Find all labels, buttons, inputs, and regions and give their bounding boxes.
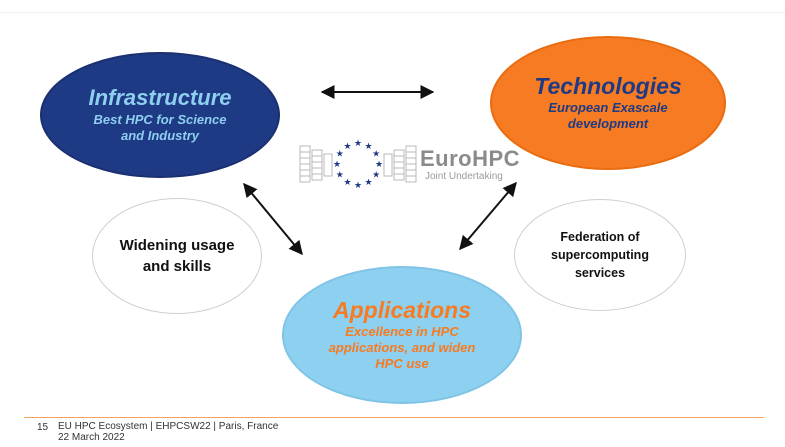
logo-name: EuroHPC — [420, 146, 521, 171]
footer-rule — [24, 417, 764, 418]
infrastructure-subtitle-line2: and Industry — [120, 128, 199, 143]
svg-text:★: ★ — [372, 150, 380, 160]
widening-node: Widening usage and skills — [92, 198, 262, 314]
infrastructure-title: Infrastructure — [88, 85, 232, 110]
svg-text:★: ★ — [372, 171, 380, 181]
svg-text:★: ★ — [333, 160, 341, 170]
arrow-technologies-applications — [459, 181, 517, 251]
technologies-title: Technologies — [534, 73, 682, 99]
svg-text:★: ★ — [336, 171, 344, 181]
widening-line2: and skills — [142, 258, 212, 275]
federation-node: Federation of supercomputing services — [514, 199, 686, 311]
eurohpc-logo: ★★★ ★★★ ★★★ ★★★ — [299, 139, 417, 191]
svg-text:★: ★ — [364, 142, 372, 152]
logo-tagline: Joint Undertaking — [425, 171, 503, 182]
footer-line1: EU HPC Ecosystem | EHPCSW22 | Paris, Fra… — [58, 421, 279, 432]
federation-line2: supercomputing — [551, 248, 649, 262]
footer-line2: 22 March 2022 — [58, 432, 125, 443]
arrow-infrastructure-applications — [243, 182, 303, 256]
widening-line1: Widening usage — [119, 237, 235, 254]
infrastructure-node: Infrastructure Best HPC for Science and … — [40, 52, 280, 178]
applications-subtitle-line1: Excellence in HPC — [345, 324, 459, 339]
svg-text:★: ★ — [336, 150, 344, 160]
infrastructure-subtitle-line1: Best HPC for Science — [93, 112, 227, 127]
technologies-subtitle-line1: European Exascale — [548, 100, 668, 115]
applications-subtitle-line3: HPC use — [375, 356, 429, 371]
svg-text:★: ★ — [375, 160, 383, 170]
applications-subtitle-line2: applications, and widen — [328, 340, 476, 355]
top-rule — [0, 12, 785, 13]
applications-node: Applications Excellence in HPC applicati… — [282, 266, 522, 404]
svg-text:★: ★ — [343, 178, 351, 188]
svg-text:★: ★ — [343, 142, 351, 152]
technologies-subtitle-line2: development — [567, 116, 649, 131]
technologies-node: Technologies European Exascale developme… — [490, 36, 726, 170]
applications-title: Applications — [332, 297, 471, 323]
svg-text:★: ★ — [364, 178, 372, 188]
federation-line1: Federation of — [560, 230, 640, 244]
svg-text:★: ★ — [354, 139, 362, 149]
page-number: 15 — [37, 422, 49, 433]
svg-text:★: ★ — [354, 181, 362, 191]
footer-text: EU HPC Ecosystem | EHPCSW22 | Paris, Fra… — [58, 421, 278, 443]
federation-line3: services — [574, 266, 626, 280]
